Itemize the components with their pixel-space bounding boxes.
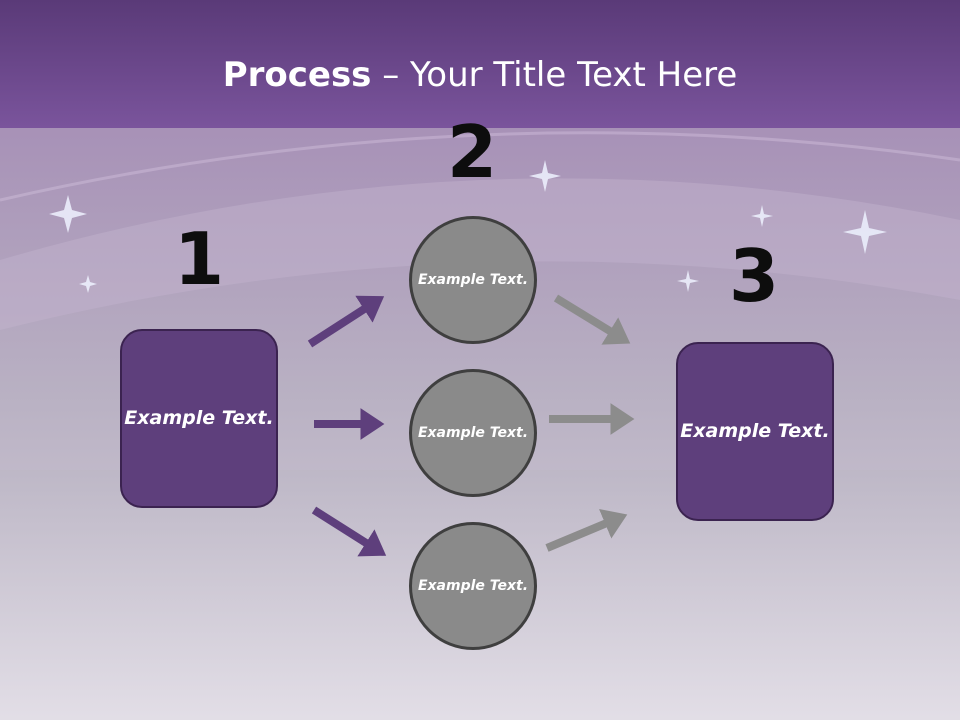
step-1-box: Example Text. [120,329,278,508]
step-1-text: Example Text. [124,407,274,429]
step-number-2: 2 [446,110,498,194]
step-number-3: 3 [728,234,780,318]
step-3-text: Example Text. [680,420,830,442]
title-bold: Process [222,55,372,95]
step-2-circle-middle: Example Text. [409,369,537,497]
step-2-text-middle: Example Text. [417,424,529,441]
step-2-text-top: Example Text. [417,271,529,288]
step-2-text-bottom: Example Text. [417,577,529,594]
step-2-circle-bottom: Example Text. [409,522,537,650]
slide-title: Process – Your Title Text Here [0,52,960,98]
step-3-box: Example Text. [676,342,834,521]
title-rest: – Your Title Text Here [371,55,738,95]
arrow-2-top-to-3 [553,294,631,345]
arrow-1-to-2-top [307,295,385,348]
arrow-2-bottom-to-3 [545,508,628,552]
step-2-circle-top: Example Text. [409,216,537,344]
arrow-1-to-2-bottom [311,506,387,557]
step-number-1: 1 [173,217,225,301]
star-decorations [49,160,887,293]
